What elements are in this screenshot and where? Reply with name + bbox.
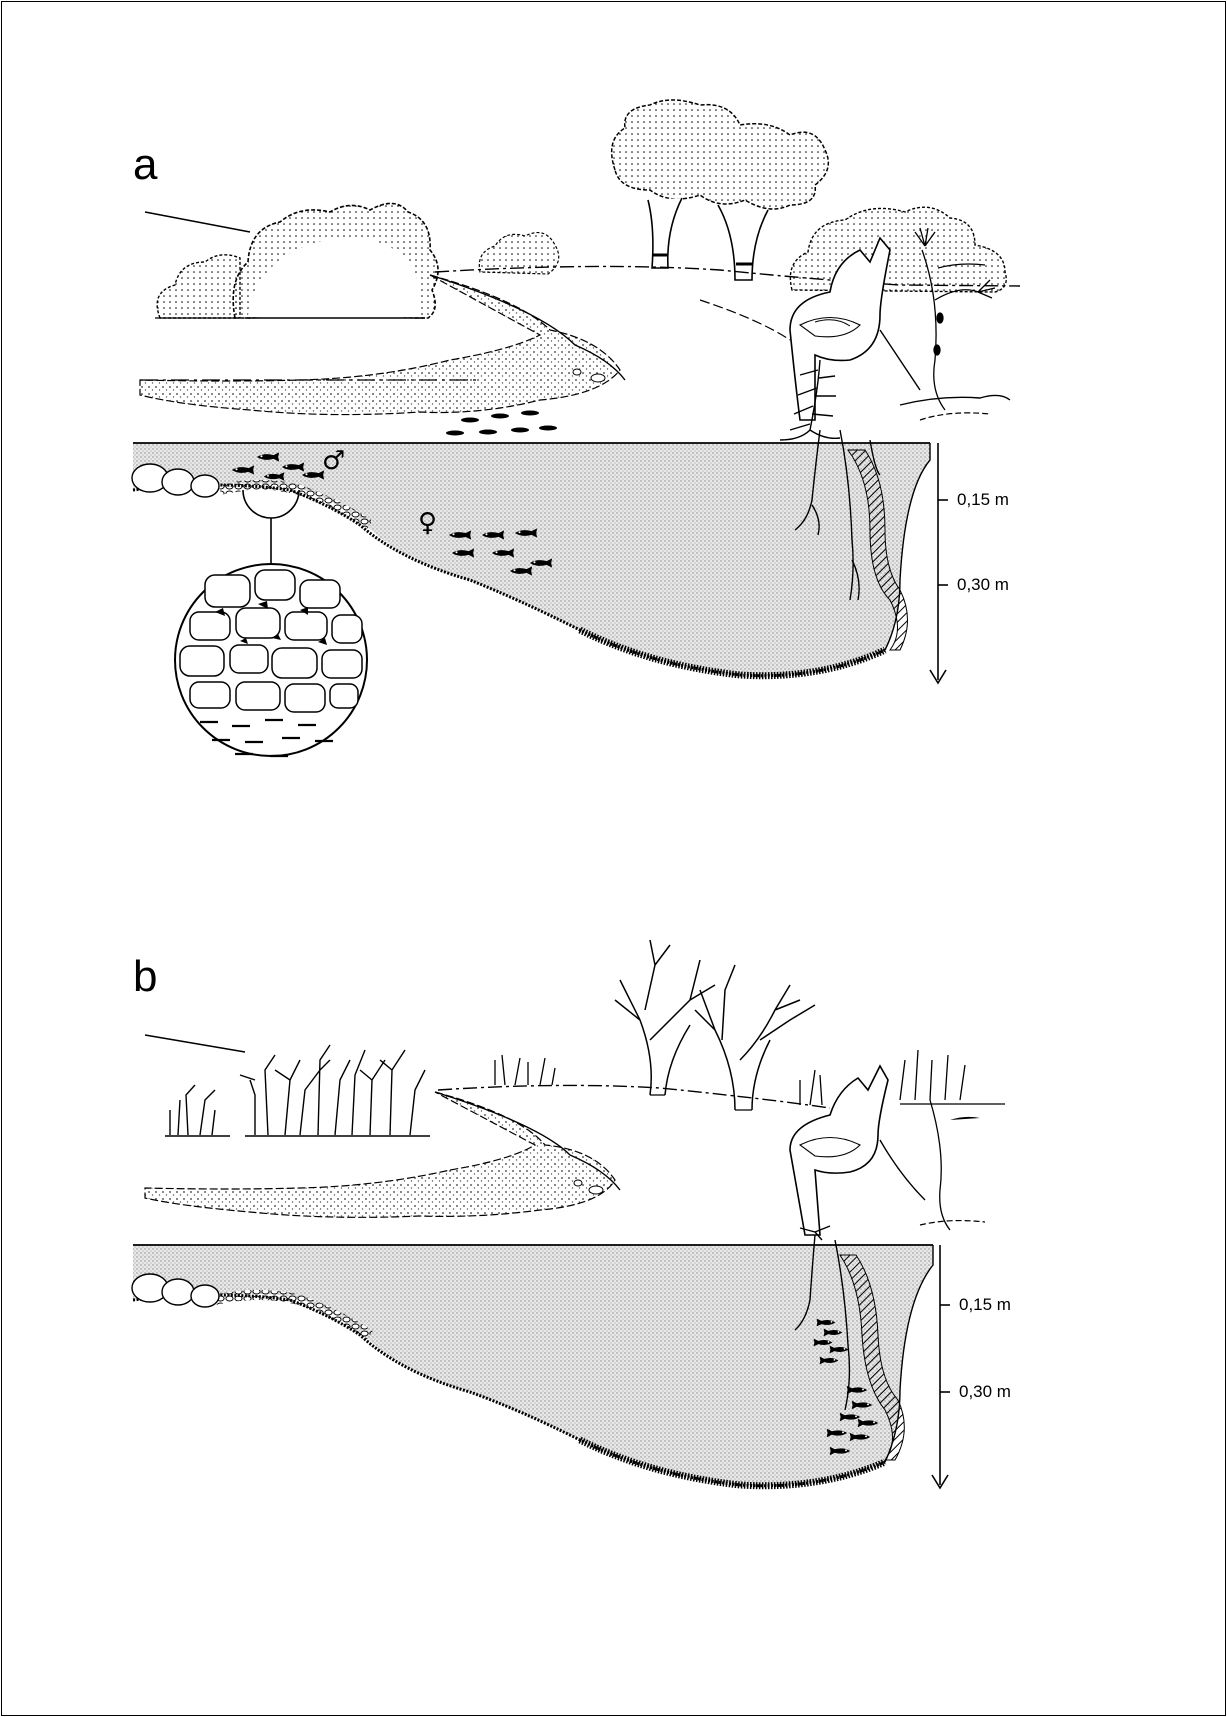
- bare-shrubs-right: [800, 1050, 1005, 1105]
- hill-line: [145, 1035, 245, 1052]
- magnified-gravel-callout: [175, 490, 367, 756]
- panel-label-b: b: [133, 955, 157, 999]
- far-bank: [438, 1085, 830, 1108]
- bare-shrubs-left: [165, 1045, 430, 1136]
- female-symbol: ♀: [418, 510, 437, 536]
- right-bank-surface: [700, 300, 790, 340]
- water-section: [133, 1245, 933, 1486]
- depth-label-030-a: 0,30 m: [957, 576, 1009, 593]
- tree-pair: [612, 100, 829, 280]
- depth-scale-b: [932, 1245, 950, 1488]
- panel-a: [132, 100, 1020, 756]
- hill-line: [145, 212, 250, 232]
- panel-label-a: a: [133, 143, 157, 187]
- depth-label-015-a: 0,15 m: [957, 491, 1009, 508]
- depth-label-015-b: 0,15 m: [959, 1296, 1011, 1313]
- depth-scale-a: [930, 443, 948, 683]
- bare-tree-pair: [615, 940, 815, 1110]
- panel-b: [132, 940, 1005, 1488]
- depth-label-030-b: 0,30 m: [959, 1383, 1011, 1400]
- bush-left: [155, 203, 438, 320]
- male-symbol: ♂: [322, 448, 345, 474]
- bare-bush-far: [495, 1055, 555, 1085]
